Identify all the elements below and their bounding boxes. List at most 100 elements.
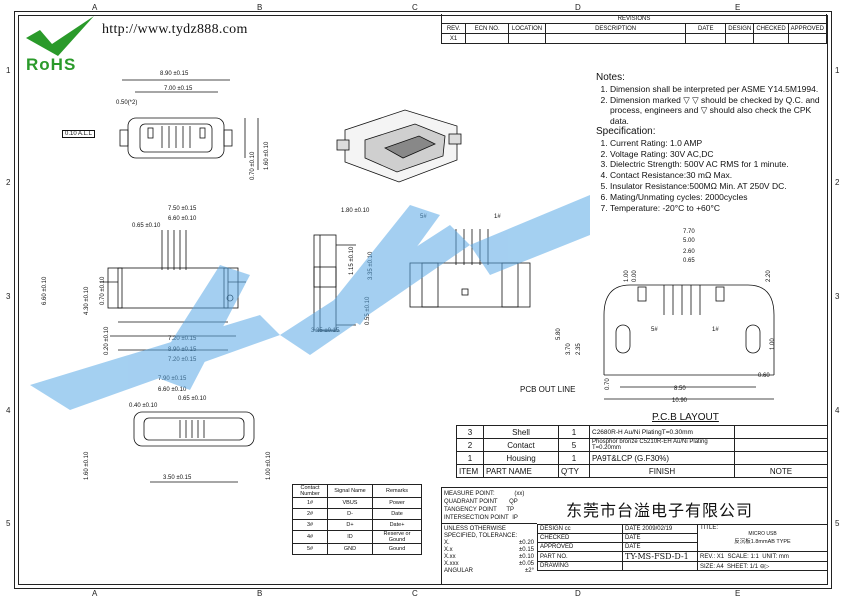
dim-label: 8.90 ±0.15 bbox=[168, 347, 197, 353]
rohs-label: RoHS bbox=[26, 55, 77, 74]
date-cell: DATE bbox=[622, 542, 698, 552]
title-line-2: 反沉板1.8mmAB TYPE bbox=[734, 539, 791, 545]
tol-label: X.xx bbox=[444, 554, 456, 560]
tol-label: ANGULAR bbox=[444, 568, 474, 574]
rev-col-rev: REV. bbox=[440, 23, 467, 34]
bom-col-qty: Q'TY bbox=[558, 464, 590, 478]
scale-value: SCALE: 1:1 bbox=[727, 553, 759, 560]
sig-cell: ID bbox=[327, 530, 373, 544]
rev-scale-cell: REV.: X1 SCALE: 1:1 UNIT: mm bbox=[697, 551, 828, 562]
notes-title: Notes: bbox=[596, 72, 625, 83]
back-view-drawing bbox=[409, 229, 531, 308]
isometric-view-drawing bbox=[336, 109, 462, 183]
dim-label: 7.20 ±0.15 bbox=[168, 336, 197, 342]
zone-4-left: 4 bbox=[6, 406, 11, 415]
measure-legend: MEASURE POINT: (xx) QUADRANT POINT QP TA… bbox=[444, 490, 524, 522]
checked-cell: CHECKED bbox=[537, 533, 623, 543]
bom-cell: 3 bbox=[456, 425, 484, 439]
note-item: Dimension marked ▽ ▽ should be checked b… bbox=[610, 95, 824, 127]
approval-table: DESIGN cc DATE 2009/02/19 TITLE: MICRO U… bbox=[537, 524, 828, 571]
bom-col-part-name: PART NAME bbox=[483, 464, 559, 478]
note-item: Dimension shall be interpreted per ASME … bbox=[610, 84, 824, 95]
pin-label-1: 1# bbox=[494, 214, 501, 220]
measure-mark: IP bbox=[512, 515, 518, 521]
dim-label: 0.50(*2) bbox=[116, 100, 138, 106]
top-view-drawing bbox=[119, 79, 259, 170]
sig-cell: VBUS bbox=[327, 497, 373, 509]
rev-cell bbox=[753, 33, 789, 44]
zone-5-right: 5 bbox=[835, 519, 840, 528]
sig-cell: Power bbox=[372, 497, 422, 509]
dim-label: 5.80 bbox=[556, 328, 562, 340]
measure-label: INTERSECTION POINT bbox=[444, 515, 509, 521]
bom-cell bbox=[734, 438, 828, 452]
unit-value: UNIT: mm bbox=[762, 553, 789, 560]
pin-label-1: 1# bbox=[712, 327, 719, 333]
revisions-title: REVISIONS bbox=[441, 14, 827, 24]
rev-cell bbox=[508, 33, 546, 44]
tol-value: ±0.05 bbox=[519, 561, 534, 567]
rev-col-description: DESCRIPTION bbox=[544, 23, 687, 34]
dim-label: 2.60 bbox=[683, 249, 695, 255]
tolerance-row: X.xxx±0.05 bbox=[444, 561, 534, 568]
rev-cell bbox=[787, 33, 828, 44]
zone-e-bottom: E bbox=[735, 589, 741, 598]
part-no-label: PART NO. bbox=[537, 551, 623, 562]
sig-cell: D+ bbox=[327, 519, 373, 531]
sig-cell: D- bbox=[327, 508, 373, 520]
zone-1-left: 1 bbox=[6, 66, 11, 75]
measure-label: QUADRANT POINT bbox=[444, 499, 498, 505]
dim-label: 2.20 bbox=[766, 270, 772, 282]
rev-col-checked: CHECKED bbox=[753, 23, 789, 34]
sig-cell: 2# bbox=[292, 508, 328, 520]
bom-col-note: NOTE bbox=[734, 464, 828, 478]
website-url[interactable]: http://www.tydz888.com bbox=[102, 22, 248, 37]
sig-col-signal: Signal Name bbox=[327, 484, 373, 498]
tol-label: X.x bbox=[444, 547, 453, 553]
side-view-drawing bbox=[313, 234, 356, 332]
dim-label: 1.00 ±0.10 bbox=[266, 451, 272, 480]
rev-col-design: DESIGN bbox=[725, 23, 755, 34]
dim-label: 1.60 ±0.10 bbox=[264, 141, 270, 170]
spec-title: Specification: bbox=[596, 125, 656, 137]
bom-cell: Phosphor bronze C5210R-EH Au/Ni Plating … bbox=[589, 438, 735, 452]
table-row: DRAWING SIZE: A4 SHEET: 1/1 ⊖▷ bbox=[537, 561, 828, 571]
measure-row: INTERSECTION POINT IP bbox=[444, 514, 524, 522]
spec-item: Temperature: -20°C to +60°C bbox=[610, 203, 824, 214]
dim-label: 3.35 ±0.10 bbox=[368, 251, 374, 280]
dim-label: 2.35 bbox=[576, 343, 582, 355]
title-label: TITLE: bbox=[700, 525, 719, 531]
rev-col-location: LOCATION bbox=[508, 23, 546, 34]
bom-cell bbox=[734, 425, 828, 439]
signal-table: Contact Number Signal Name Remarks 1#VBU… bbox=[292, 484, 422, 555]
table-row: PART NO. TY-MS-FSD-D-1 REV.: X1 SCALE: 1… bbox=[537, 551, 828, 562]
measure-row: QUADRANT POINT QP bbox=[444, 498, 524, 506]
measure-mark: TP bbox=[506, 507, 515, 513]
bom-col-finish: FINISH bbox=[589, 464, 735, 478]
table-row: 2#D-Date bbox=[292, 508, 422, 520]
sig-col-contact: Contact Number bbox=[292, 484, 328, 498]
table-row: 1 Housing 1 PA9T&LCP (G.F30%) bbox=[456, 451, 828, 465]
bom-cell: Housing bbox=[483, 451, 559, 465]
dim-label: 0.70 ±0.10 bbox=[250, 151, 256, 180]
bom-cell: 1 bbox=[558, 451, 590, 465]
dim-label: 8.90 ±0.15 bbox=[160, 71, 189, 77]
dim-label: 3.25 ±0.15 bbox=[311, 328, 340, 334]
drawing-cell bbox=[622, 561, 698, 571]
bom-cell: 1 bbox=[558, 425, 590, 439]
zone-d-bottom: D bbox=[575, 589, 581, 598]
zone-4-right: 4 bbox=[835, 406, 840, 415]
rev-col-date: DATE bbox=[685, 23, 727, 34]
bom-cell: Shell bbox=[483, 425, 559, 439]
dim-label: 0.70 ±0.10 bbox=[100, 276, 106, 305]
dim-label: 6.60 ±0.10 bbox=[168, 216, 197, 222]
zone-5-left: 5 bbox=[6, 519, 11, 528]
bom-cell bbox=[734, 451, 828, 465]
dim-label: 0.60 bbox=[758, 373, 770, 379]
table-row: X1 bbox=[440, 33, 828, 44]
bom-cell: 2 bbox=[456, 438, 484, 452]
dim-label: 3.70 bbox=[566, 343, 572, 355]
